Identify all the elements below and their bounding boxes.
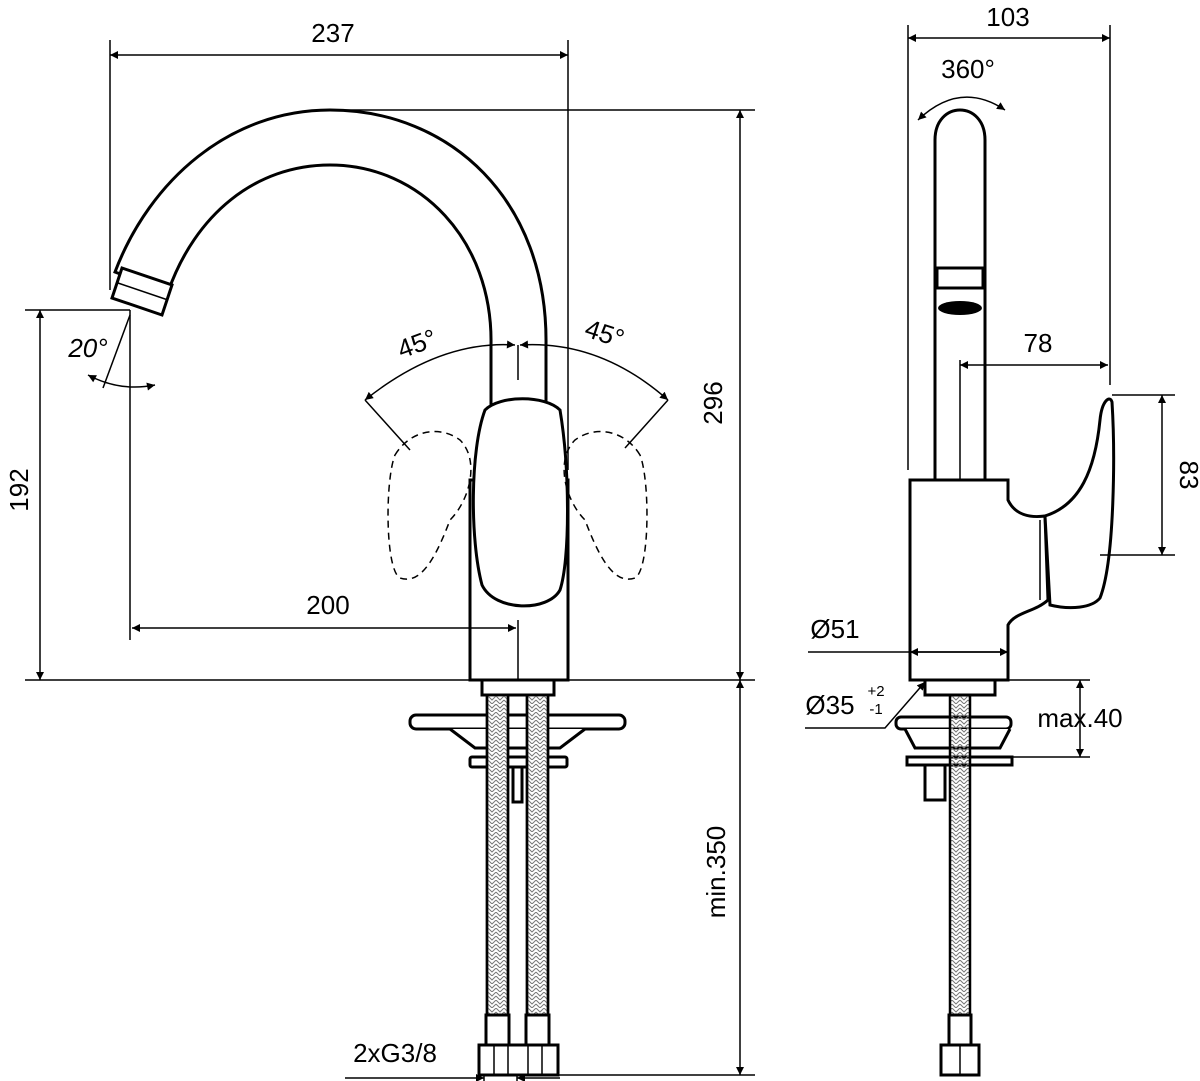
dim-height-total: 296	[698, 381, 728, 424]
dim-hole-tol-minus: -1	[869, 701, 882, 718]
front-view: 237 296 192 20° 45° 45° 200 min.350	[4, 18, 755, 1081]
dim-lever-reach: 78	[1024, 328, 1053, 358]
connector-nuts	[477, 1043, 560, 1077]
dim-connection: 2xG3/8	[353, 1038, 437, 1068]
lever-side	[1043, 397, 1116, 610]
dim-width-total: 237	[311, 18, 354, 48]
dim-hose-length: min.350	[701, 826, 731, 919]
body-side	[908, 478, 1050, 682]
lever	[471, 397, 569, 608]
dim-hole-diameter: Ø35	[805, 690, 854, 720]
dim-deck-thickness: max.40	[1037, 703, 1122, 733]
dim-spout-height: 192	[4, 468, 34, 511]
dim-rotation: 360°	[941, 54, 995, 84]
mounting-plate	[408, 713, 627, 731]
dim-depth-total: 103	[986, 2, 1029, 32]
lever-ghost-left	[387, 430, 472, 580]
dim-body-diameter: Ø51	[810, 614, 859, 644]
dim-spout-reach: 200	[306, 590, 349, 620]
dim-hole-tol-plus: +2	[867, 683, 884, 700]
dim-lever-angle-right: 45°	[581, 313, 628, 354]
dim-spout-angle: 20°	[67, 333, 107, 363]
dim-lever-height: 83	[1174, 461, 1200, 490]
lever-ghost-right	[563, 430, 648, 580]
spout	[113, 108, 548, 407]
side-view: 103 360° 78 83 Ø51 Ø35 +2 -1 max.40	[805, 2, 1200, 1077]
